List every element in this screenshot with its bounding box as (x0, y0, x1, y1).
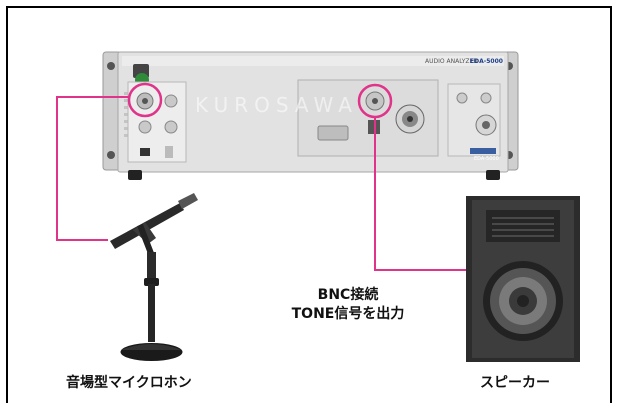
device-model-code: EDA-5000 (470, 58, 503, 65)
microphone-label: 音場型マイクロホン (66, 375, 192, 391)
device-watermark: KUROSAWA (195, 93, 358, 117)
microphone (110, 193, 198, 361)
connection-label-line1: BNC接続 (317, 287, 379, 303)
connection-label-line2: TONE信号を出力 (291, 306, 405, 322)
mic-input-highlight (127, 82, 163, 118)
speaker-label: スピーカー (480, 375, 550, 391)
device-brand-badge: EDA-5000 (474, 156, 499, 162)
speaker (466, 196, 580, 362)
mic-cable-line (56, 96, 129, 241)
audio-analyzer (102, 51, 519, 180)
connection-label: BNC接続 TONE信号を出力 (273, 286, 423, 324)
bnc-cable-line (374, 117, 466, 271)
device-model-text: AUDIO ANALYZER (425, 58, 478, 65)
